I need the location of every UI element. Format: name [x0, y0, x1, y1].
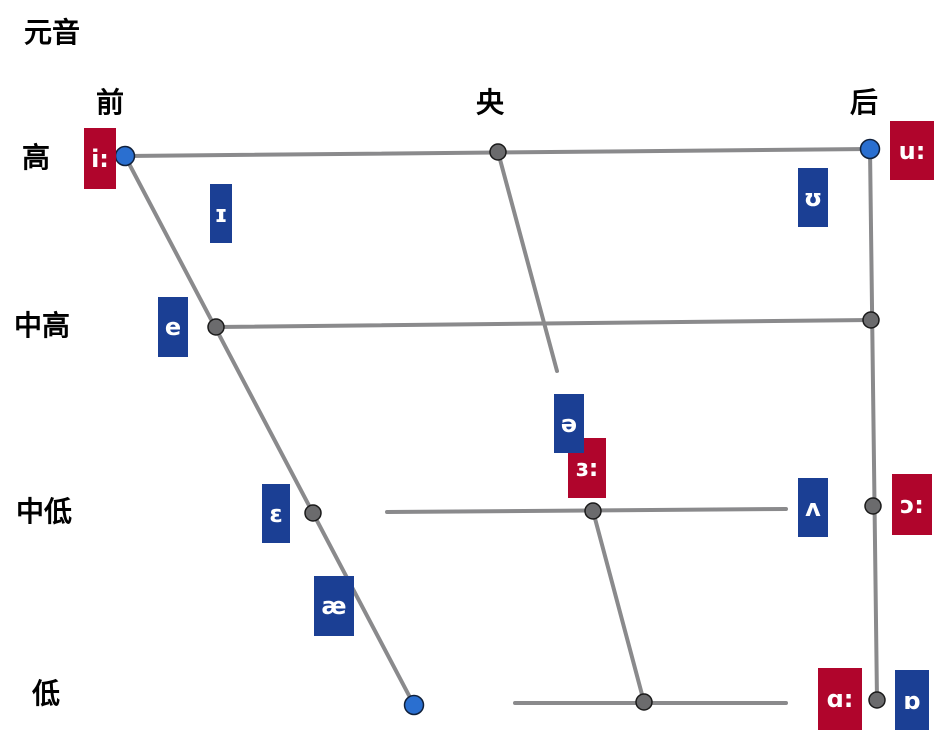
- svg-text:e: e: [165, 313, 181, 341]
- line-central-lower: [591, 509, 646, 704]
- svg-text:ɛ: ɛ: [269, 500, 282, 528]
- line-front-diagonal: [123, 154, 416, 707]
- svg-text:ʊ: ʊ: [804, 184, 823, 212]
- column-central-label: 央: [476, 86, 505, 119]
- node-central-low: [635, 693, 653, 711]
- row-high-label: 高: [22, 141, 50, 174]
- vowel-chip-a-long: ɑ:: [818, 668, 862, 730]
- node-central-mid-low: [584, 502, 602, 520]
- node-front-mid-high: [207, 318, 225, 336]
- node-central-high: [489, 143, 507, 161]
- svg-text:ɜ:: ɜ:: [576, 454, 599, 482]
- chart-title: 元音: [24, 16, 80, 49]
- svg-text:u:: u:: [899, 137, 926, 165]
- line-back-vertical: [868, 147, 879, 702]
- vowel-chip-i-long: i:: [84, 128, 116, 189]
- row-mid-high-label: 中高: [14, 309, 70, 342]
- svg-text:æ: æ: [321, 592, 346, 620]
- svg-text:ɒ: ɒ: [903, 687, 920, 715]
- node-back-high: [859, 138, 881, 160]
- row-low-label: 低: [31, 677, 60, 710]
- vowel-chip-i-short: ɪ: [210, 184, 232, 243]
- vowel-chip-wedge: ʌ: [798, 478, 828, 537]
- vowel-chip-e: e: [158, 297, 188, 357]
- vowel-chip-u-short: ʊ: [798, 168, 828, 227]
- node-front-mid-low: [304, 504, 322, 522]
- row-mid-low-label: 中低: [16, 495, 72, 528]
- svg-text:ɪ: ɪ: [214, 200, 227, 228]
- svg-text:ɑ:: ɑ:: [827, 685, 854, 713]
- svg-text:ɔ:: ɔ:: [900, 491, 924, 519]
- node-back-mid-high: [862, 311, 880, 329]
- vowel-chip-schwa: ə: [554, 394, 584, 453]
- node-front-high: [114, 145, 136, 167]
- line-mid-high: [214, 318, 873, 329]
- svg-text:ʌ: ʌ: [805, 494, 821, 522]
- vowel-chip-ae: æ: [314, 576, 354, 636]
- vowel-chip-o-short: ɒ: [895, 670, 929, 730]
- line-central-upper: [496, 150, 559, 373]
- vowel-chip-u-long: u:: [890, 121, 934, 180]
- vowel-chip-epsilon: ɛ: [262, 484, 290, 543]
- node-front-low: [403, 694, 425, 716]
- column-back-label: 后: [850, 86, 878, 119]
- node-back-mid-low: [864, 497, 882, 515]
- svg-text:ə: ə: [561, 410, 577, 438]
- vowel-chip-o-long: ɔ:: [892, 474, 932, 535]
- svg-text:i:: i:: [91, 145, 109, 173]
- column-front-label: 前: [96, 86, 124, 119]
- node-back-low: [868, 691, 886, 709]
